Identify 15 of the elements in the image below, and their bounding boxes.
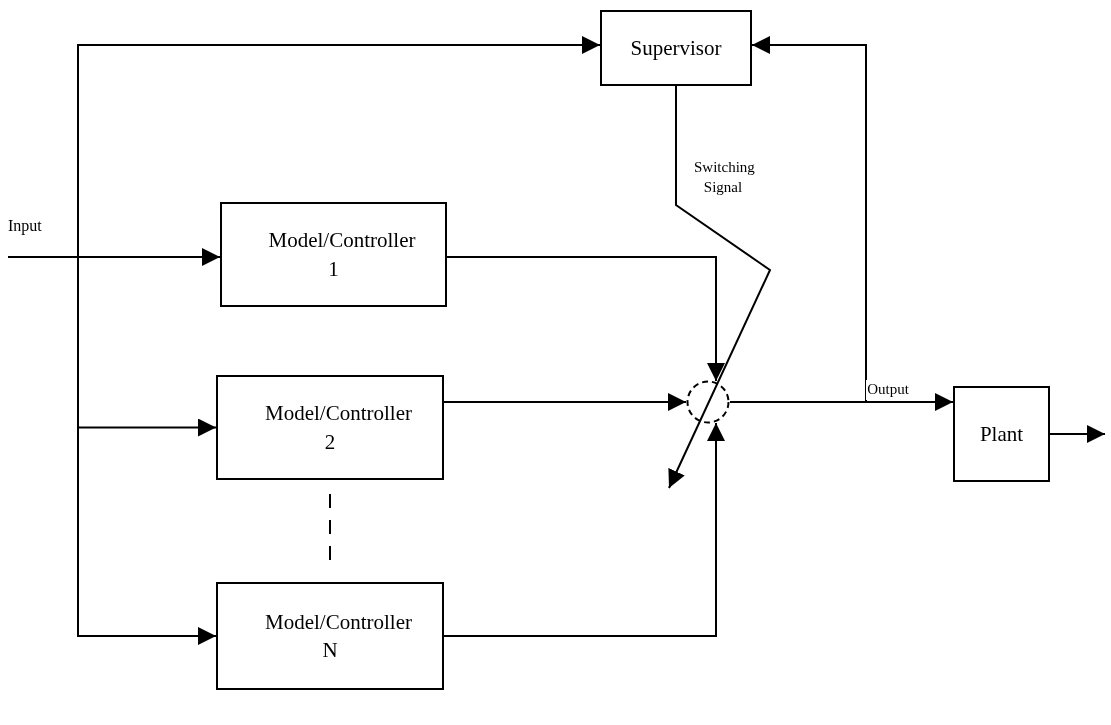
block-box: Model/Controller 1 — [220, 202, 447, 307]
arrow — [443, 422, 725, 637]
arrow — [668, 85, 772, 489]
edge-label: Output — [866, 380, 910, 400]
arrow — [443, 393, 687, 411]
arrow — [1049, 425, 1106, 443]
input-label: Input — [8, 216, 42, 237]
circle-symbol — [686, 380, 730, 424]
block-box: Model/Controller N — [216, 582, 444, 690]
block-box: Supervisor — [600, 10, 752, 86]
arrow — [7, 256, 217, 645]
arrow — [729, 36, 867, 403]
block-box: Plant — [953, 386, 1050, 482]
arrow — [446, 256, 725, 382]
block-box: Model/Controller 2 — [216, 375, 444, 480]
